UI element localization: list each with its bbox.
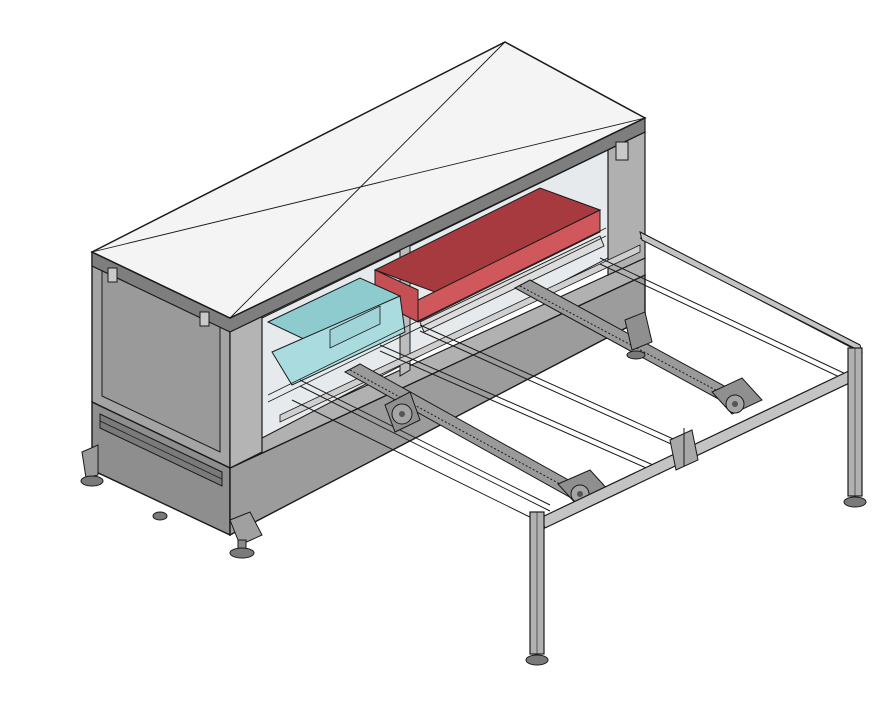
foot-icon xyxy=(80,444,104,487)
right-side-beam xyxy=(639,231,863,353)
table-frame xyxy=(291,231,867,666)
sprocket-bracket-icon xyxy=(624,311,653,360)
foot-icon xyxy=(525,654,549,666)
top-panel-diagonal-1 xyxy=(91,117,646,253)
latch-icon xyxy=(199,311,210,327)
foot-icon xyxy=(843,496,867,508)
latch-icon xyxy=(107,267,118,283)
sprocket-bracket-icon xyxy=(384,391,421,433)
leg-front-left xyxy=(525,511,549,666)
center-bracket-icon xyxy=(669,428,699,471)
front-cross-beam xyxy=(539,367,861,529)
sprocket-bracket-icon xyxy=(711,377,763,415)
foot-icon xyxy=(229,511,263,559)
latch-icon xyxy=(615,141,629,161)
foot-icon xyxy=(152,511,168,521)
cyan-block-notch xyxy=(329,305,381,349)
leg-front-right xyxy=(843,347,867,508)
top-panel-diagonal-2 xyxy=(229,41,506,319)
